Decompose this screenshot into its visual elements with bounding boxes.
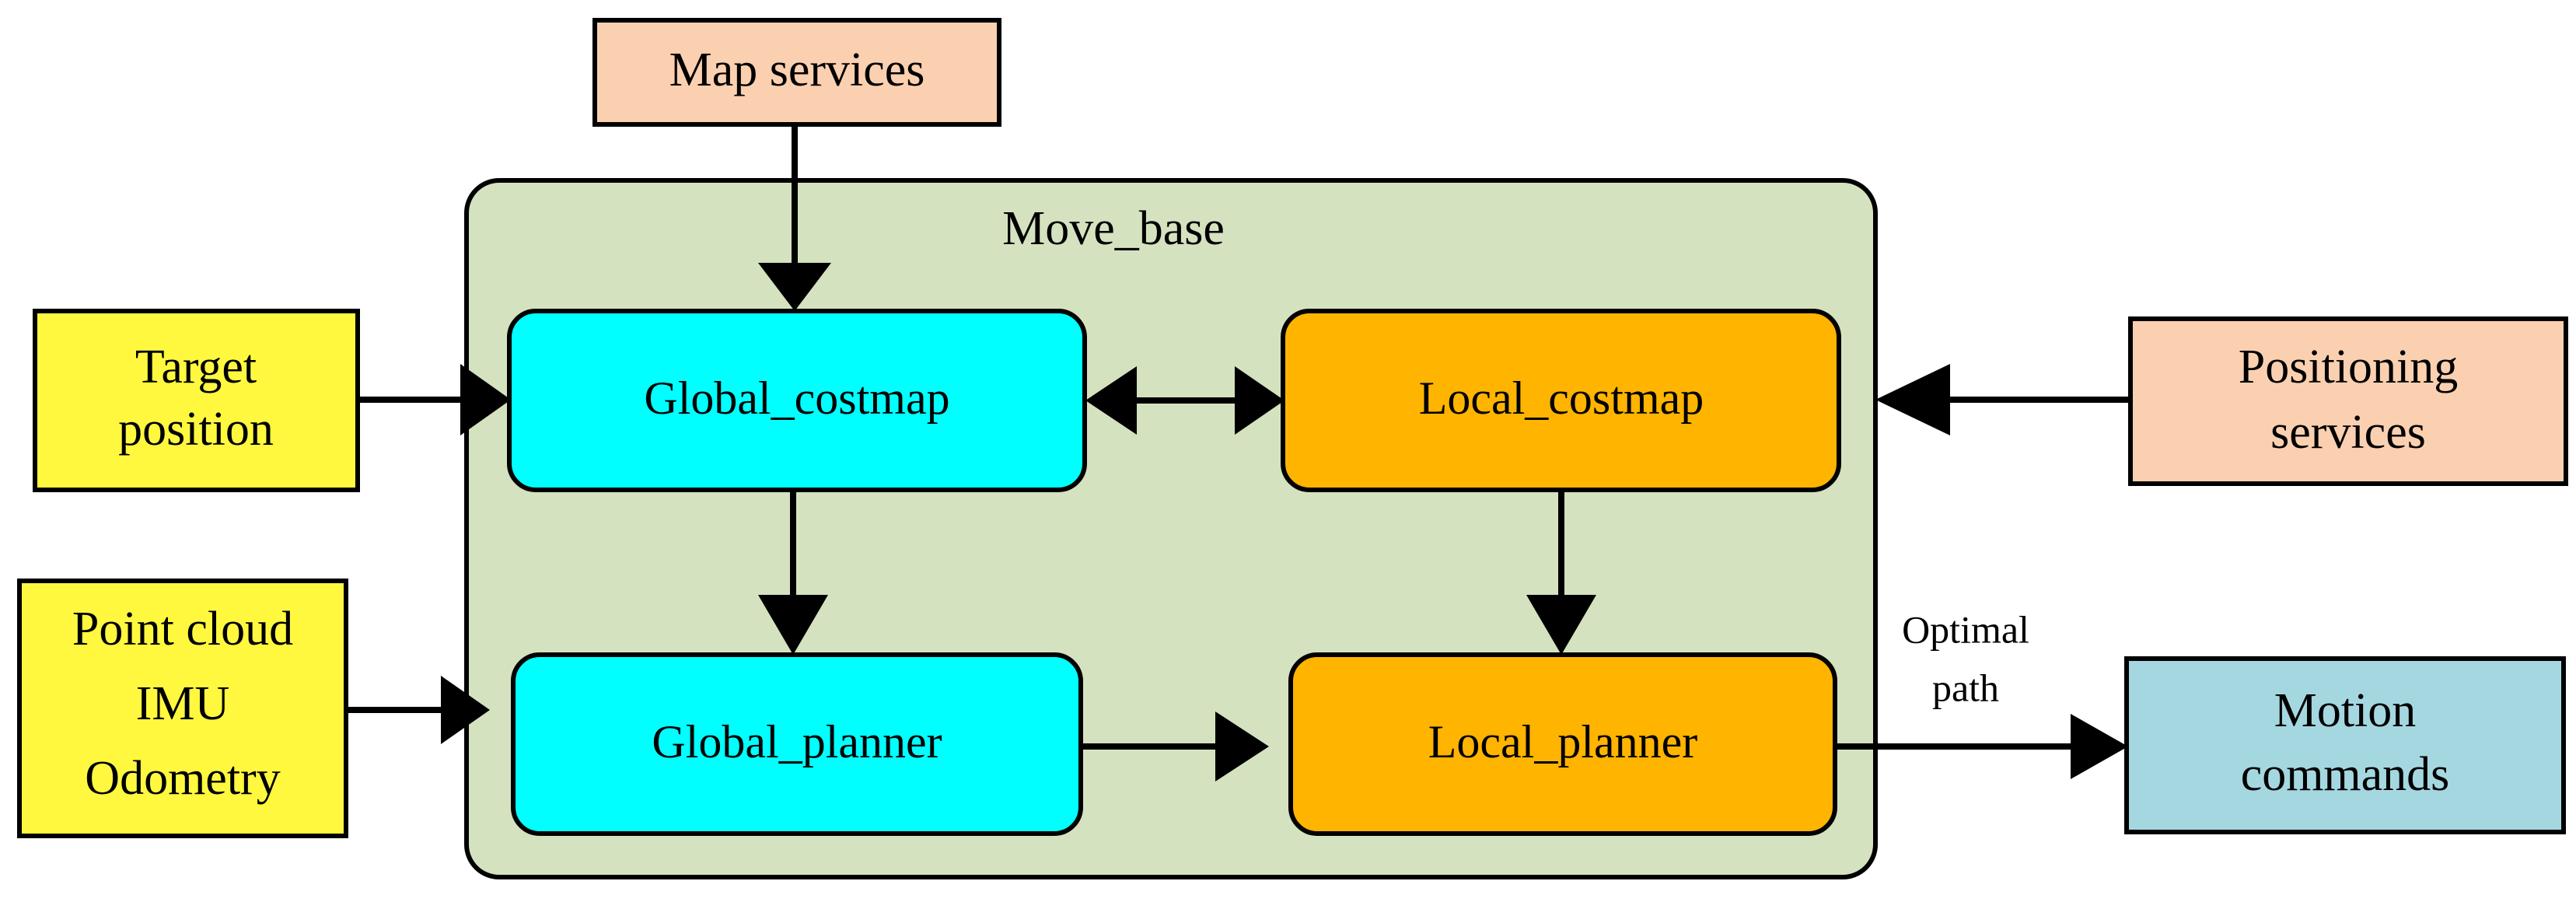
arrow-head-local-planner-to-motion-commands <box>2071 714 2128 779</box>
target-position-shape <box>33 309 360 492</box>
motion-commands-label-line1: Motion <box>2274 684 2417 737</box>
global-planner-label: Global_planner <box>652 716 942 767</box>
edge-label-optimal-path-line2: path <box>1932 666 1999 709</box>
arrow-head-map-to-global-costmap <box>758 263 831 311</box>
edge-target-position-to-global-costmap <box>358 364 511 435</box>
node-positioning-services[interactable]: Positioning services <box>2128 316 2568 486</box>
node-local-planner[interactable]: Local_planner <box>1288 652 1837 836</box>
motion-commands-shape <box>2124 656 2566 834</box>
node-local-costmap[interactable]: Local_costmap <box>1281 309 1841 492</box>
edge-label-optimal-path-line1: Optimal <box>1902 607 2029 651</box>
point-cloud-label-line3: Odometry <box>85 752 280 805</box>
edge-global-costmap-to-local-costmap <box>1085 366 1285 435</box>
positioning-services-shape <box>2128 316 2568 486</box>
node-motion-commands[interactable]: Motion commands <box>2124 656 2566 834</box>
arrow-head-costmap-left <box>1085 366 1137 435</box>
arrow-head-local-costmap-to-local-planner <box>1526 595 1596 655</box>
arrow-head-pointcloud-to-global-planner <box>441 676 490 744</box>
node-global-planner[interactable]: Global_planner <box>511 652 1083 836</box>
edge-point-cloud-to-global-planner <box>346 676 490 744</box>
edge-positioning-services-to-local-costmap <box>1875 364 2130 435</box>
edge-global-planner-to-local-planner <box>1081 711 1269 781</box>
global-costmap-label: Global_costmap <box>644 372 949 424</box>
point-cloud-label-line1: Point cloud <box>72 603 293 656</box>
map-services-label: Map services <box>669 44 925 96</box>
edge-map-services-to-global-costmap <box>758 124 831 311</box>
arrow-head-positioning-to-local-costmap <box>1875 364 1950 435</box>
point-cloud-label-line2: IMU <box>136 677 230 730</box>
target-position-label-line1: Target <box>135 341 257 393</box>
node-global-costmap[interactable]: Global_costmap <box>507 309 1087 492</box>
edge-local-planner-to-motion-commands: Optimal path <box>1835 607 2128 779</box>
target-position-label-line2: position <box>118 403 274 456</box>
node-target-position[interactable]: Target position <box>33 309 360 492</box>
motion-commands-label-line2: commands <box>2241 748 2450 801</box>
node-point-cloud[interactable]: Point cloud IMU Odometry <box>17 579 348 838</box>
local-costmap-label: Local_costmap <box>1419 372 1704 424</box>
arrow-head-costmap-right <box>1235 366 1285 435</box>
edge-local-costmap-to-local-planner <box>1526 490 1596 655</box>
positioning-services-label-line1: Positioning <box>2239 341 2459 393</box>
move-base-label: Move_base <box>1002 202 1225 255</box>
arrow-head-global-costmap-to-global-planner <box>758 595 828 655</box>
arrow-head-target-to-global-costmap <box>460 364 511 435</box>
positioning-services-label-line2: services <box>2270 406 2426 459</box>
arrow-head-global-planner-to-local-planner <box>1215 711 1269 781</box>
edge-global-costmap-to-global-planner <box>758 490 828 655</box>
local-planner-label: Local_planner <box>1428 716 1698 767</box>
node-map-services[interactable]: Map services <box>592 18 1001 127</box>
